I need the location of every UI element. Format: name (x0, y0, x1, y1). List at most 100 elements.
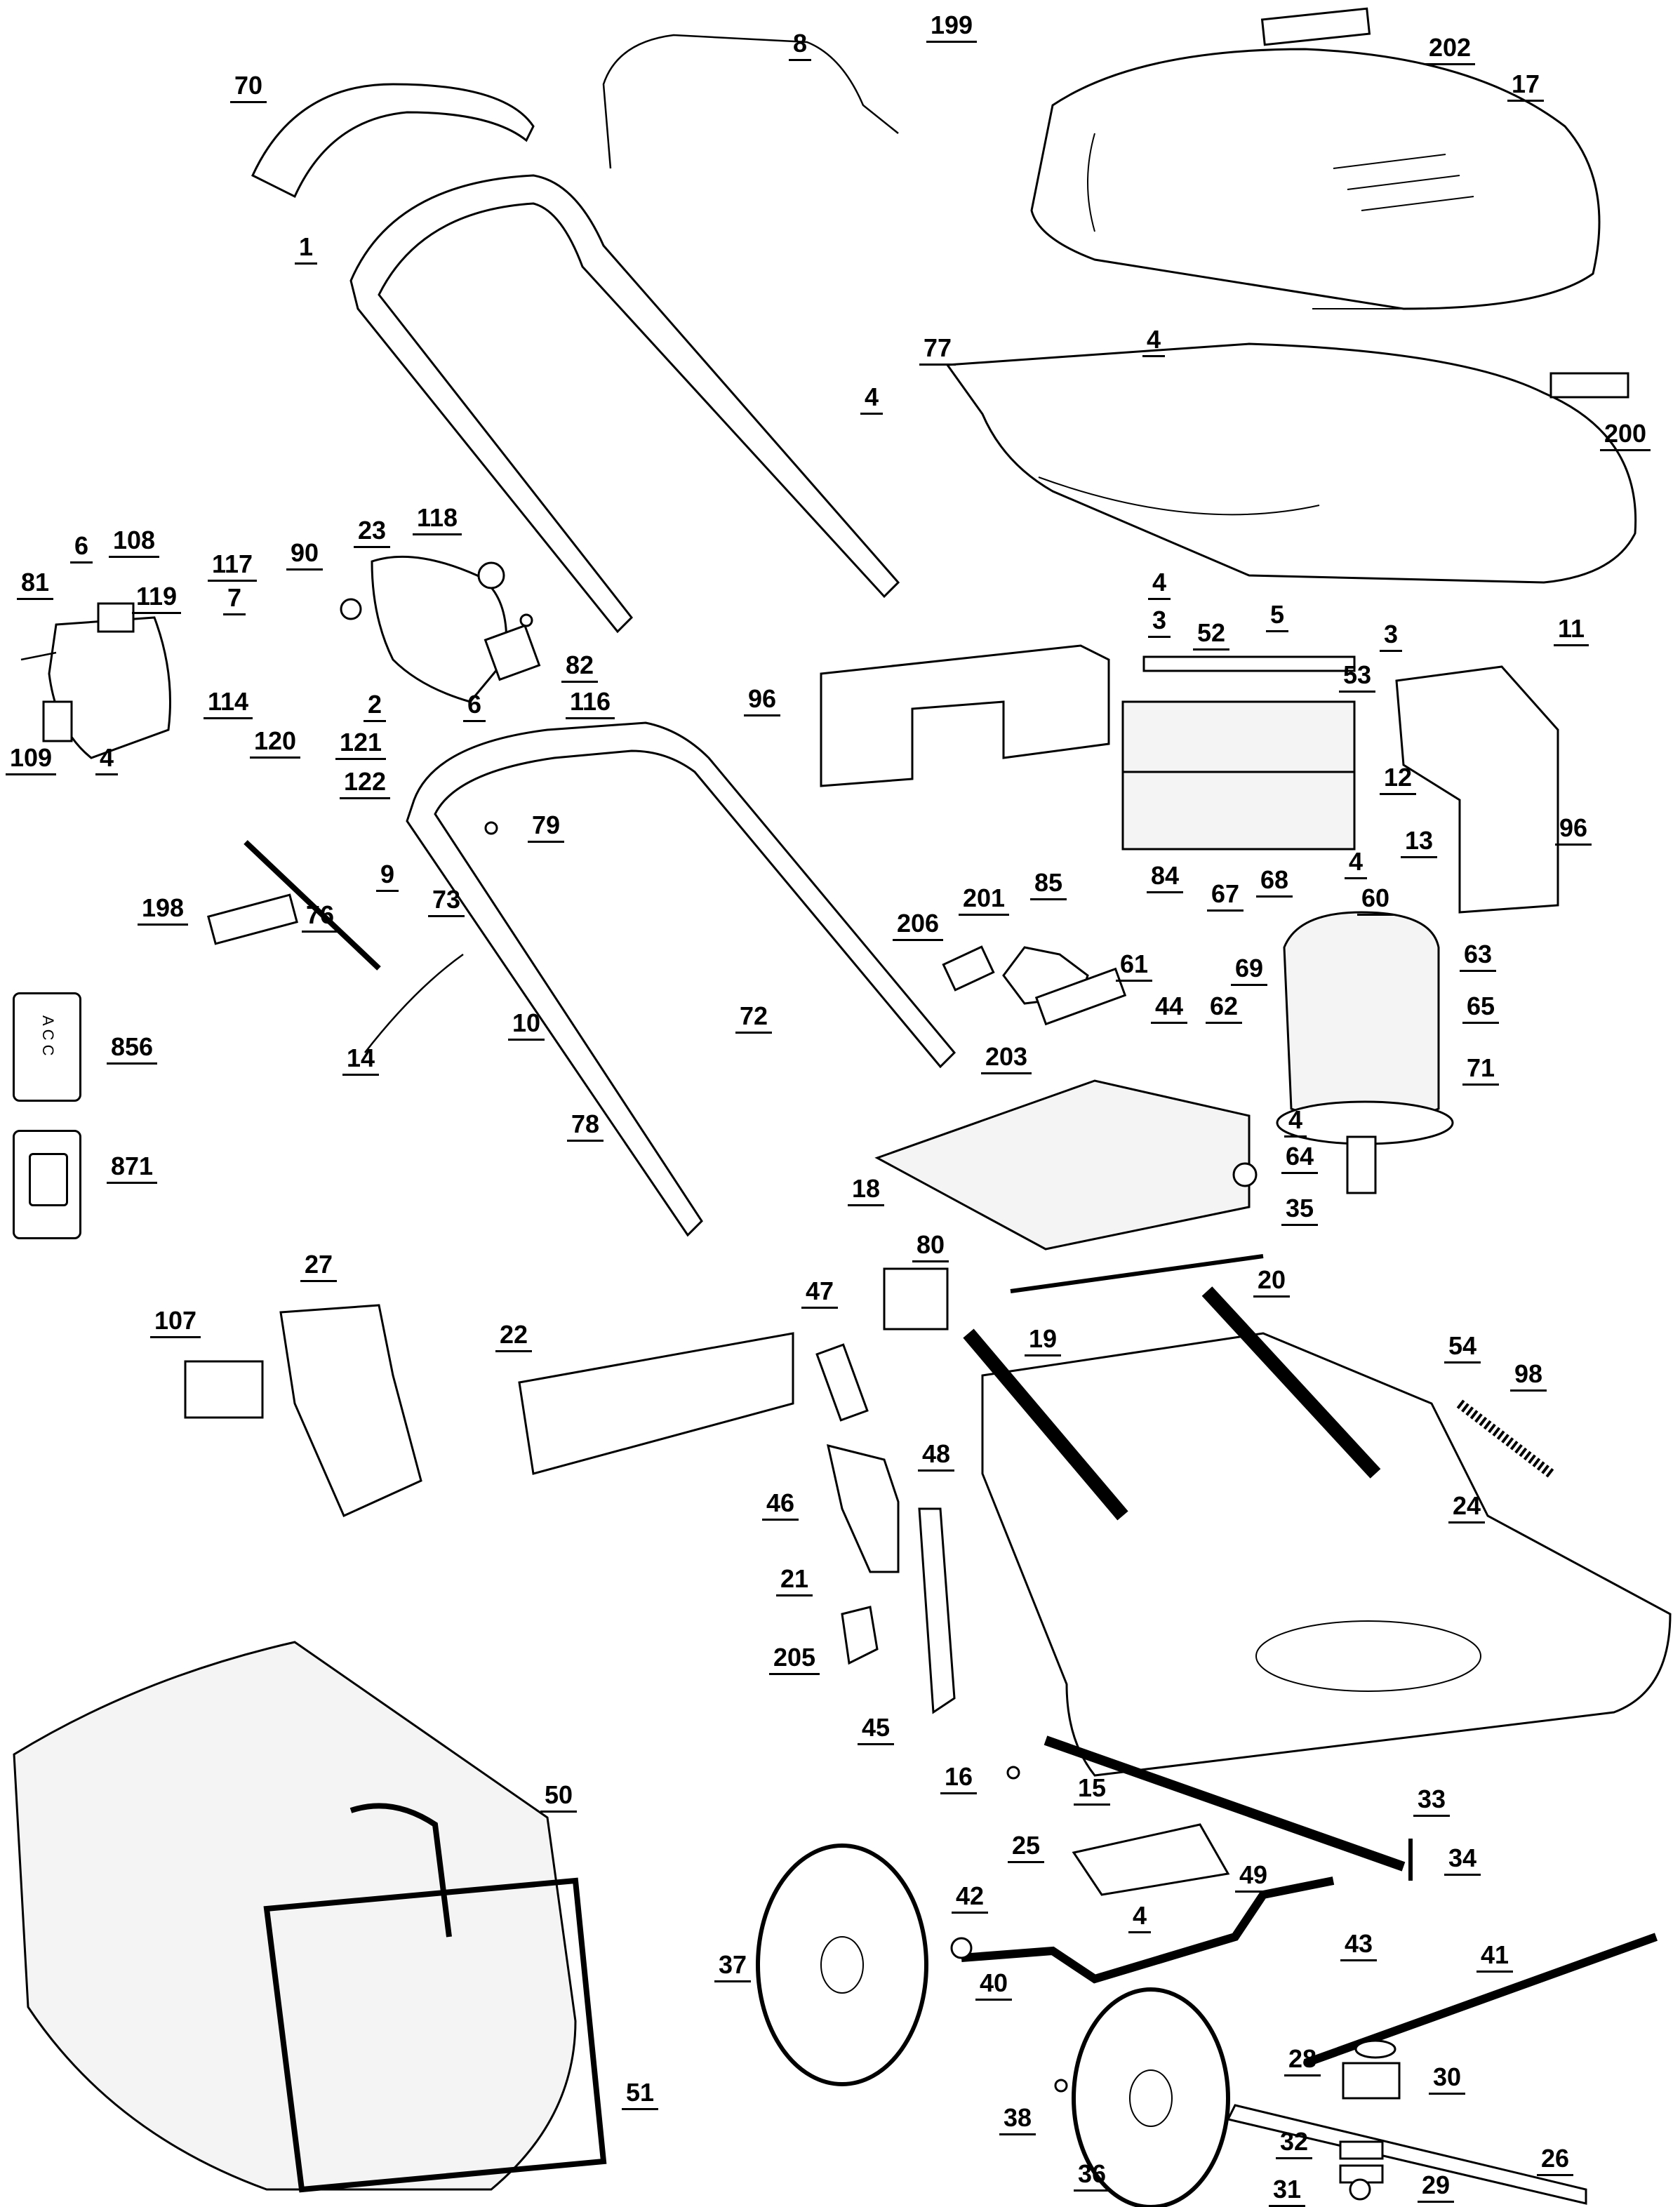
part-label: 4 (860, 385, 884, 415)
part-29-washer (1339, 2140, 1384, 2160)
part-label: 4 (1284, 1107, 1307, 1138)
part-label: 49 (1235, 1862, 1272, 1893)
part-80-label (883, 1267, 949, 1331)
part-label: 54 (1444, 1333, 1481, 1363)
part-54-frame (963, 1286, 1381, 1521)
part-35-bush (1232, 1162, 1258, 1187)
part-label: 79 (528, 813, 565, 843)
part-label: 1 (295, 234, 318, 265)
part-51-bag-frame (263, 1877, 607, 2193)
part-label: 18 (848, 1176, 885, 1206)
part-label: 9 (376, 862, 399, 892)
part-label: 31 (1269, 2177, 1306, 2207)
part-label: 6 (70, 533, 93, 564)
part-label: 6 (463, 692, 486, 722)
part-label: 108 (109, 528, 160, 558)
part-10-lower-handle (406, 721, 956, 1237)
part-109-label (42, 700, 73, 742)
part-label: 4 (1128, 1903, 1152, 1933)
part-label: 52 (1193, 620, 1230, 651)
part-label: 8 (789, 31, 812, 61)
part-label: 871 (107, 1154, 158, 1184)
part-label: 14 (342, 1046, 380, 1076)
part-label: 29 (1418, 2173, 1455, 2203)
part-label: 72 (735, 1004, 773, 1034)
part-label: 96 (744, 686, 781, 716)
part-label: 21 (776, 1566, 813, 1596)
part-label: 121 (335, 730, 387, 760)
part-label: 46 (762, 1491, 799, 1521)
part-label: 7 (223, 585, 246, 615)
part-label: 64 (1281, 1144, 1319, 1174)
part-label: 69 (1231, 956, 1268, 986)
part-label: 67 (1207, 881, 1244, 912)
part-label: 20 (1253, 1267, 1291, 1298)
part-50-grass-bag (13, 1641, 577, 2191)
part-label: 3 (1148, 608, 1171, 638)
part-label: 200 (1600, 421, 1651, 451)
part-label: 45 (858, 1715, 895, 1745)
part-label: 120 (250, 728, 301, 759)
part-label: 98 (1510, 1361, 1547, 1392)
part-label: 118 (413, 505, 462, 535)
part-203-label (1034, 967, 1127, 1026)
part-label: 5 (1266, 602, 1289, 632)
part-label: 47 (801, 1279, 839, 1309)
part-38-nut (1054, 2079, 1068, 2093)
part-label: 65 (1462, 994, 1500, 1024)
part-label: 85 (1030, 870, 1067, 900)
part-27-chute (279, 1304, 422, 1517)
part-16-nut (1006, 1766, 1020, 1780)
part-24-deck (981, 1332, 1672, 1777)
part-label: 856 (107, 1034, 158, 1065)
part-motor-shaft (1346, 1135, 1377, 1194)
part-199-label (1260, 7, 1371, 46)
part-label: 37 (714, 1952, 752, 1982)
part-label: 206 (893, 911, 944, 941)
part-label: 22 (495, 1322, 533, 1352)
part-42-front-axle (961, 1876, 1335, 1984)
part-label: 90 (286, 540, 324, 571)
part-label: 13 (1401, 828, 1438, 858)
part-36-wheel (1072, 1987, 1230, 2207)
part-20-rod (1010, 1254, 1264, 1293)
part-198-label (207, 893, 298, 945)
part-76-rod (244, 840, 381, 971)
part-107-label (184, 1360, 264, 1419)
part-label: 34 (1444, 1846, 1481, 1876)
part-label: 4 (1148, 570, 1171, 600)
part-label: 42 (952, 1883, 989, 1914)
part-label: 11 (1554, 616, 1589, 646)
part-6-switch-housing-right (371, 555, 508, 703)
part-label: 122 (340, 769, 391, 799)
part-65-motor (1283, 911, 1440, 1124)
part-label: 76 (302, 902, 339, 933)
part-label: 2 (364, 692, 387, 722)
part-30-spacer (1342, 2062, 1401, 2100)
part-label: 35 (1281, 1196, 1319, 1226)
part-18-flap (874, 1079, 1251, 1251)
part-label: 43 (1340, 1931, 1378, 1961)
part-label: 73 (428, 887, 465, 917)
part-label: 81 (17, 570, 54, 600)
part-label: 202 (1425, 35, 1476, 65)
part-label: 27 (300, 1252, 338, 1282)
part-label: 10 (508, 1011, 545, 1041)
part-label: 71 (1462, 1055, 1500, 1086)
part-label: 205 (769, 1645, 820, 1675)
part-1-upper-handle (349, 174, 900, 634)
part-label: 50 (540, 1782, 578, 1813)
part-label: 96 (1555, 815, 1592, 846)
part-label: 77 (919, 335, 956, 366)
part-label: 40 (975, 1971, 1013, 2001)
part-108-label (97, 602, 135, 633)
part-label: 19 (1025, 1326, 1062, 1356)
part-label: 199 (926, 13, 978, 43)
part-label: 78 (567, 1112, 604, 1142)
part-label: 25 (1008, 1833, 1045, 1863)
accessory-856-text: A C C (39, 1015, 57, 1056)
part-label: 4 (1142, 327, 1166, 357)
part-label: 32 (1276, 2129, 1313, 2159)
part-label: 12 (1380, 765, 1417, 795)
part-label: 61 (1116, 952, 1153, 982)
